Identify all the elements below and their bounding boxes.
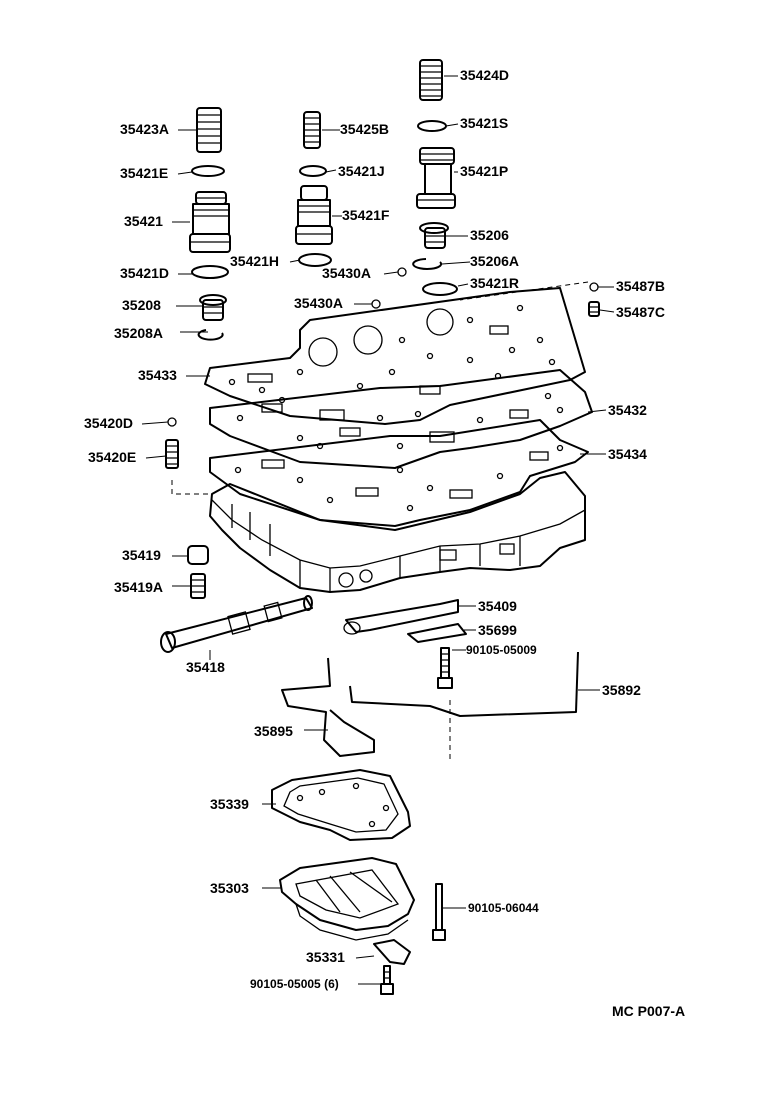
label-35425B: 35425B xyxy=(340,121,389,137)
label-35432: 35432 xyxy=(608,402,647,418)
label-35430A-upper: 35430A xyxy=(322,265,371,281)
label-35487B: 35487B xyxy=(616,278,665,294)
label-35421D: 35421D xyxy=(120,265,169,281)
label-35421S: 35421S xyxy=(460,115,508,131)
plug-35208[interactable] xyxy=(199,294,227,321)
label-35419A: 35419A xyxy=(114,579,163,595)
label-90105-05009: 90105-05009 xyxy=(466,643,537,657)
label-35434: 35434 xyxy=(608,446,647,462)
label-35206: 35206 xyxy=(470,227,509,243)
spring-35420E[interactable] xyxy=(165,439,179,469)
valve-body[interactable] xyxy=(209,471,586,593)
o-ring-35421E[interactable] xyxy=(191,165,225,177)
label-35421J: 35421J xyxy=(338,163,385,179)
label-35208: 35208 xyxy=(122,297,161,313)
label-35421P: 35421P xyxy=(460,163,508,179)
label-90105-06044: 90105-06044 xyxy=(468,901,539,915)
ball-35420D[interactable] xyxy=(167,417,177,427)
label-35418: 35418 xyxy=(186,659,225,675)
valve-35418[interactable] xyxy=(160,595,313,653)
label-35421: 35421 xyxy=(124,213,163,229)
sleeve-35421F[interactable] xyxy=(295,185,333,245)
part-labels: 35424D 35421S 35421P 35423A 35425B 35421… xyxy=(84,67,665,991)
ball-35430A-upper[interactable] xyxy=(397,267,407,277)
label-35409: 35409 xyxy=(478,598,517,614)
spring-35424D[interactable] xyxy=(419,59,443,101)
o-ring-35421J[interactable] xyxy=(299,165,327,177)
o-ring-35421D[interactable] xyxy=(191,265,229,279)
label-35421R: 35421R xyxy=(470,275,519,291)
label-35206A: 35206A xyxy=(470,253,519,269)
label-90105-05005: 90105-05005 (6) xyxy=(250,977,339,991)
label-35303: 35303 xyxy=(210,880,249,896)
label-35421E: 35421E xyxy=(120,165,168,181)
label-35433: 35433 xyxy=(138,367,177,383)
bolt-90105-05005[interactable] xyxy=(380,965,394,995)
plug-35206[interactable] xyxy=(419,222,449,249)
leader-lines xyxy=(141,75,615,985)
label-35208A: 35208A xyxy=(114,325,163,341)
label-35419: 35419 xyxy=(122,547,161,563)
lever-35409[interactable] xyxy=(343,599,459,635)
label-35424D: 35424D xyxy=(460,67,509,83)
spring-35487C[interactable] xyxy=(588,301,600,317)
bolt-90105-05009[interactable] xyxy=(437,647,453,689)
o-ring-35421S[interactable] xyxy=(417,120,447,132)
plug-35419[interactable] xyxy=(187,545,209,565)
label-35430A-lower: 35430A xyxy=(294,295,343,311)
clip-35206A[interactable] xyxy=(412,258,443,270)
bracket-35331[interactable] xyxy=(373,939,411,965)
label-35420E: 35420E xyxy=(88,449,136,465)
label-35423A: 35423A xyxy=(120,121,169,137)
o-ring-35421R[interactable] xyxy=(422,282,458,296)
spring-35419A[interactable] xyxy=(190,573,206,599)
clip-35208A[interactable] xyxy=(197,329,224,341)
label-35421F: 35421F xyxy=(342,207,390,223)
label-35421H: 35421H xyxy=(230,253,279,269)
spring-plate-35699[interactable] xyxy=(407,623,467,643)
label-35487C: 35487C xyxy=(616,304,665,320)
sleeve-35421P[interactable] xyxy=(416,147,456,209)
bolt-90105-06044[interactable] xyxy=(432,883,446,941)
label-35892: 35892 xyxy=(602,682,641,698)
label-35895: 35895 xyxy=(254,723,293,739)
figure-code: MC P007-A xyxy=(612,1003,685,1019)
strainer-35303[interactable] xyxy=(279,857,415,941)
label-35339: 35339 xyxy=(210,796,249,812)
label-35331: 35331 xyxy=(306,949,345,965)
ball-35487B[interactable] xyxy=(589,282,599,292)
guide-line-left xyxy=(171,480,212,495)
sleeve-35421[interactable] xyxy=(189,191,231,253)
guide-line-right xyxy=(459,281,589,301)
ball-35430A-lower[interactable] xyxy=(371,299,381,309)
pipe-35895[interactable] xyxy=(281,657,375,757)
label-35699: 35699 xyxy=(478,622,517,638)
plate-35434[interactable] xyxy=(209,419,589,527)
plate-35432[interactable] xyxy=(209,369,593,469)
spring-35423A[interactable] xyxy=(196,107,222,153)
spring-35425B[interactable] xyxy=(303,111,321,149)
label-35420D: 35420D xyxy=(84,415,133,431)
gasket-35339[interactable] xyxy=(271,769,411,841)
pipe-35892[interactable] xyxy=(349,651,579,717)
